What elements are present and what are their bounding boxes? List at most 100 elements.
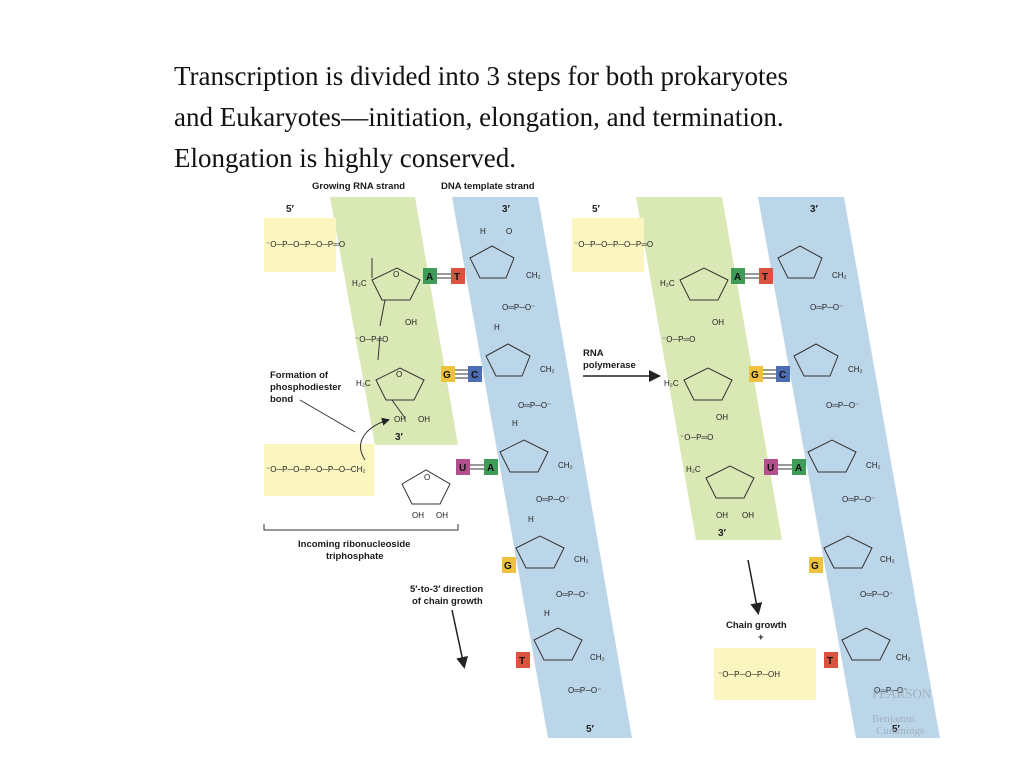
three-prime-label-dna-right: 3′: [810, 204, 819, 215]
chain-growth-label-2: +: [758, 632, 764, 643]
base-u-right-label: U: [767, 463, 774, 474]
dnar-1-p: O═P─O⁻: [810, 303, 843, 312]
incoming-o: O: [424, 473, 430, 482]
dnar-2-ch2: CH₂: [848, 365, 863, 374]
incoming-oh-a: OH: [412, 511, 424, 520]
left-panel: Growing RNA strand DNA template strand 5…: [263, 181, 632, 738]
rna-r3-oh-a: OH: [716, 511, 728, 520]
rna-r3-h2c: H₂C: [686, 465, 701, 474]
rna-sugar-2-h2c: H₂C: [356, 379, 371, 388]
dna-4-p: O═P─O⁻: [556, 590, 589, 599]
phosphate-box-incoming: [264, 444, 374, 496]
dna-5-h: H: [544, 609, 550, 618]
rna-r2-oh: OH: [716, 413, 728, 422]
base-c-right-1: [776, 366, 790, 382]
base-a-left-1: [423, 268, 437, 284]
chain-growth-label-1: Chain growth: [726, 620, 787, 631]
base-a-left-2-label: A: [487, 463, 494, 474]
base-t-right-1: [759, 268, 773, 284]
watermark-line-3: Cummings: [876, 725, 924, 737]
base-u-right: [764, 459, 778, 475]
incoming-bracket: [263, 524, 459, 531]
base-a-right-1-label: A: [734, 272, 741, 283]
dna-3-h: H: [512, 419, 518, 428]
dna-1-h: H: [480, 227, 486, 236]
dna-1-o: O: [506, 227, 512, 236]
triphosphate-formula: ⁻O─P─O─P─O─P═O: [266, 240, 345, 249]
dna-5-p: O═P─O⁻: [568, 686, 601, 695]
five-prime-label: 5′: [286, 204, 295, 215]
rna-linker-1: ⁻O─P═O: [355, 335, 388, 344]
dna-4-h: H: [528, 515, 534, 524]
incoming-label-1: Incoming ribonucleoside: [298, 539, 410, 550]
phosphodiester-label-2: phosphodiester: [270, 382, 342, 393]
three-prime-label-dna-top: 3′: [502, 204, 511, 215]
rna-r1-h2c: H₂C: [660, 279, 675, 288]
phosphate-box-top-right: [572, 218, 644, 272]
base-t-left-1: [451, 268, 465, 284]
dna-sugars-left: H O CH₂ O═P─O⁻ H CH₂ O═P─O⁻ H CH₂ O═P─O⁻…: [469, 227, 605, 735]
base-t-right-2: [824, 652, 838, 668]
dna-4-ch2: CH₂: [574, 555, 589, 564]
base-a-right-2-label: A: [795, 463, 802, 474]
dnar-5-ch2: CH₂: [896, 653, 911, 662]
three-prime-label-rna-right: 3′: [718, 528, 727, 539]
phosphate-box-top-left: [264, 218, 336, 272]
pyrophosphate-formula: ⁻O─P─O─P─OH: [718, 670, 780, 679]
phosphodiester-label-3: bond: [270, 394, 293, 405]
bond-formation-arrow: [360, 417, 390, 461]
five-prime-label-dna-bottom: 5′: [586, 724, 595, 735]
rna-r2-h2c: H₂C: [664, 379, 679, 388]
rna-sugar-1-h2c: H₂C: [352, 279, 367, 288]
direction-label-2: of chain growth: [412, 596, 483, 607]
dna-2-p: O═P─O⁻: [518, 401, 551, 410]
base-t-left-2-label: T: [519, 656, 525, 667]
dna-strand-band-left: [452, 197, 632, 738]
base-c-left-1-label: C: [471, 370, 478, 381]
dna-strand-band-right: [758, 197, 940, 738]
dna-1-p: O═P─O⁻: [502, 303, 535, 312]
base-g-right-1-label: G: [751, 370, 759, 381]
rna-sugar-ring-r3: [705, 465, 755, 499]
rna-sugar-2-oh-a: OH: [394, 415, 406, 424]
base-g-right-2-label: G: [811, 561, 819, 572]
direction-label-1: 5′-to-3′ direction: [410, 584, 483, 595]
incoming-oh-b: OH: [436, 511, 448, 520]
rna-sugar-ring-1: [371, 267, 421, 301]
watermark-line-2: Benjamin: [872, 713, 915, 725]
caption-line-1: Transcription is divided into 3 steps fo…: [174, 61, 788, 91]
base-u-left: [456, 459, 470, 475]
right-panel: 5′ ⁻O─P─O─P─O─P═O 3′ H₂C OH ⁻O─P═O H₂C O…: [572, 197, 940, 738]
dna-sugars-right: CH₂ O═P─O⁻ CH₂ O═P─O⁻ CH₂ O═P─O⁻ CH₂ O═P…: [777, 245, 911, 735]
direction-arrow: [451, 609, 468, 669]
base-g-left-2: [502, 557, 516, 573]
pyrophosphate-box: [714, 648, 816, 700]
base-g-left-1-label: G: [443, 370, 451, 381]
dna-template-label: DNA template strand: [441, 181, 535, 192]
rna-sugar-2-oh-b: OH: [418, 415, 430, 424]
incoming-triphosphate: ⁻O─P─O─P─O─P─O─CH₂: [266, 465, 365, 474]
base-a-right-1: [731, 268, 745, 284]
dna-5-ch2: CH₂: [590, 653, 605, 662]
base-g-right-2: [809, 557, 823, 573]
base-t-right-2-label: T: [827, 656, 833, 667]
dnar-5-p: O═P─O⁻: [874, 686, 907, 695]
dnar-3-p: O═P─O⁻: [842, 495, 875, 504]
rna-polymerase-label-1: RNA: [583, 348, 604, 359]
rna-sugar-1-oh: OH: [405, 318, 417, 327]
rna-sugar-2-o: O: [396, 370, 402, 379]
rna-polymerase-label-2: polymerase: [583, 360, 636, 371]
dna-3-ch2: CH₂: [558, 461, 573, 470]
dnar-4-ch2: CH₂: [880, 555, 895, 564]
base-u-left-label: U: [459, 463, 466, 474]
chain-growth-arrow: [747, 559, 763, 615]
caption-line-3: Elongation is highly conserved.: [174, 143, 516, 173]
dna-2-ch2: CH₂: [540, 365, 555, 374]
caption: Transcription is divided into 3 steps fo…: [174, 56, 994, 179]
base-g-left-2-label: G: [504, 561, 512, 572]
rna-r3-oh-b: OH: [742, 511, 754, 520]
rna-sugar-ring-2: [375, 367, 425, 401]
dnar-4-p: O═P─O⁻: [860, 590, 893, 599]
rna-strand-band-left: [330, 197, 458, 445]
